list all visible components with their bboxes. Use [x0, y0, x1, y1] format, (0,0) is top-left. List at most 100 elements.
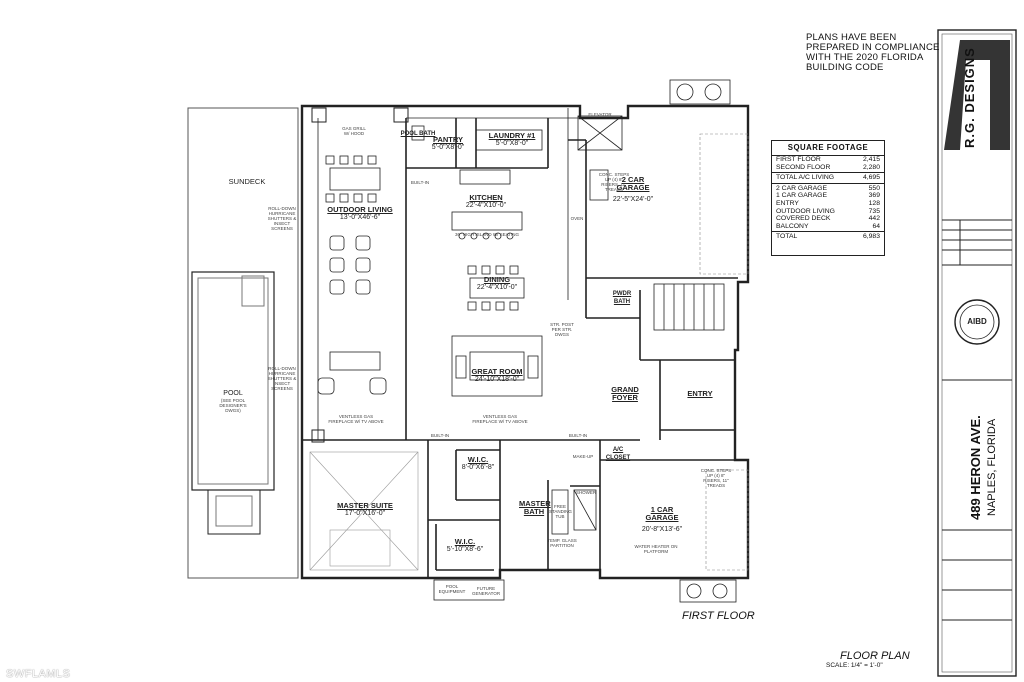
- sf-divider: [772, 231, 884, 233]
- built-in-label: BUILT-IN: [568, 433, 588, 438]
- room-label-dining: DINING: [483, 275, 511, 284]
- sf-value: 442: [868, 215, 880, 223]
- room-dim-1-car-garage: 20'-8"X13'-6": [641, 526, 683, 533]
- conc-steps-note: CONC. STEPS UP (4) 8" RISERS, 11" TREADS: [700, 468, 732, 488]
- built-in-label: BUILT-IN: [410, 180, 430, 185]
- elevator-label: ELEVATOR: [588, 112, 612, 117]
- sf-label: TOTAL: [776, 233, 798, 241]
- sf-divider: [772, 172, 884, 174]
- sf-label: FIRST FLOOR: [776, 156, 821, 163]
- free-tub-label: FREE STANDING TUB: [549, 504, 572, 519]
- room-label-outdoor-living: OUTDOOR LIVING: [327, 205, 393, 214]
- sf-row: 2 CAR GARAGE 550: [772, 185, 884, 193]
- sf-value: 735: [868, 207, 880, 215]
- room-label-laundry: LAUNDRY #1: [488, 131, 536, 140]
- sf-row: FIRST FLOOR 2,415: [772, 156, 884, 164]
- str-post-note: STR. POST PER STR. DWGS: [550, 322, 574, 337]
- temp-glass-label: TEMP. GLASS PARTITION: [547, 538, 577, 548]
- room-dim-kitchen: 22'-4"X10'-0": [465, 202, 507, 209]
- sf-divider: [772, 182, 884, 184]
- firm-name: R.G. DESIGNS: [962, 47, 977, 148]
- water-heater-note: WATER HEATER ON PLATFORM: [634, 544, 678, 554]
- kitchen-island: [411, 125, 543, 240]
- room-label-2-car-garage: 2 CAR GARAGE: [616, 175, 650, 192]
- room-label-kitchen: KITCHEN: [469, 193, 503, 202]
- dining-table: [467, 265, 525, 311]
- room-dim-laundry: 5'-0"X8'-0": [495, 140, 529, 147]
- mls-watermark: SWFLAMLS: [6, 668, 71, 680]
- room-dim-2-car-garage: 22'-5"X24'-0": [612, 196, 654, 203]
- master-bath-fixtures: [551, 489, 597, 535]
- sf-label: 2 CAR GARAGE: [776, 184, 827, 192]
- shutters-note: ROLL-DOWN HURRICANE SHUTTERS & INSECT SC…: [267, 206, 297, 231]
- sf-label: TOTAL A/C LIVING: [776, 174, 835, 182]
- sf-row: SECOND FLOOR 2,280: [772, 164, 884, 172]
- outdoor-lounge-chairs: [317, 235, 387, 395]
- island-note: 36" HIGH ISLAND W/ SEATING: [454, 232, 520, 237]
- square-footage-table: SQUARE FOOTAGE FIRST FLOOR 2,415 SECOND F…: [771, 140, 885, 256]
- sf-value: 2,280: [862, 163, 880, 171]
- room-dim-master-suite: 17'-0"X16'-0": [344, 510, 386, 517]
- title-block-frame: [937, 29, 1017, 677]
- sf-value: 2,415: [862, 156, 880, 163]
- drawing-title-floor-plan: FLOOR PLAN: [840, 650, 910, 662]
- sf-label: ENTRY: [776, 199, 799, 207]
- compliance-line: PREPARED IN COMPLIANCE: [806, 42, 940, 53]
- square-footage-title: SQUARE FOOTAGE: [772, 141, 884, 156]
- sf-row: BALCONY 64: [772, 223, 884, 231]
- pool-equipment-label: POOL EQUIPMENT: [438, 584, 466, 594]
- elevator-shaft: [577, 115, 623, 151]
- garage-car-outlines: [699, 133, 749, 571]
- outdoor-dining-set: [325, 155, 381, 203]
- room-label-sundeck: SUNDECK: [228, 177, 266, 186]
- pool-note: (SEE POOL DESIGNER'S DWGS): [219, 398, 247, 413]
- room-dim-great-room: 24'-10"X18'-0": [474, 376, 520, 383]
- room-label-wic-2: W.I.C.: [454, 537, 476, 546]
- sundeck-area: [187, 107, 299, 579]
- room-label-master-bath: MASTER BATH: [519, 499, 551, 516]
- room-label-pool-bath: POOL BATH: [400, 131, 436, 137]
- room-dim-pantry: 5'-0"X8'-0": [431, 144, 465, 151]
- sf-value: 128: [868, 199, 880, 207]
- sf-label: OUTDOOR LIVING: [776, 207, 835, 215]
- compliance-line: WITH THE 2020 FLORIDA: [806, 52, 924, 63]
- room-label-entry: ENTRY: [687, 389, 713, 398]
- sf-value: 4,695: [862, 174, 880, 182]
- sf-label: COVERED DECK: [776, 215, 831, 223]
- sf-label: 1 CAR GARAGE: [776, 192, 827, 200]
- room-dim-wic-2: 5'-10"X8'-6": [446, 546, 484, 553]
- project-address: 489 HERON AVE.: [968, 415, 983, 520]
- make-up-label: MAKE-UP: [572, 454, 594, 459]
- sf-value: 550: [868, 184, 880, 192]
- conc-steps-note: CONC. STEPS UP (4) 8" RISERS, 11" TREADS: [598, 172, 630, 192]
- sf-label: BALCONY: [776, 222, 809, 230]
- sf-label: SECOND FLOOR: [776, 163, 831, 171]
- room-dim-dining: 22'-4"X10'-0": [476, 284, 518, 291]
- aibd-badge: [954, 299, 1000, 345]
- deck-columns: [311, 107, 409, 443]
- pool-label: POOL: [223, 390, 243, 397]
- sf-row: OUTDOOR LIVING 735: [772, 208, 884, 216]
- compliance-line: PLANS HAVE BEEN: [806, 32, 897, 43]
- sf-row: COVERED DECK 442: [772, 215, 884, 223]
- room-label-great-room: GREAT ROOM: [471, 367, 523, 376]
- sf-row: ENTRY 128: [772, 200, 884, 208]
- sf-row: TOTAL A/C LIVING 4,695: [772, 174, 884, 182]
- fireplace-note: VENTLESS GAS FIREPLACE W/ TV ABOVE: [472, 414, 528, 424]
- built-in-label: BUILT-IN: [430, 433, 450, 438]
- sf-value: 64: [872, 222, 880, 230]
- room-label-master-suite: MASTER SUITE: [337, 501, 393, 510]
- master-suite-ceiling: [309, 451, 419, 571]
- room-label-ac-closet: A/C CLOSET: [605, 447, 631, 461]
- fireplace-note: VENTLESS GAS FIREPLACE W/ TV ABOVE: [328, 414, 384, 424]
- room-label-wic-1: W.I.C.: [467, 455, 489, 464]
- future-generator-label: FUTURE GENERATOR: [472, 586, 501, 596]
- project-city: NAPLES, FLORIDA: [986, 418, 998, 516]
- gas-grill-note: GAS GRILL W/ HOOD: [342, 126, 366, 136]
- oven-label: OVEN: [570, 216, 584, 221]
- pool-outline: [191, 271, 275, 535]
- drawing-scale: SCALE: 1/4" = 1'-0": [826, 662, 883, 669]
- room-dim-wic-1: 8'-0"X6'-8": [461, 464, 495, 471]
